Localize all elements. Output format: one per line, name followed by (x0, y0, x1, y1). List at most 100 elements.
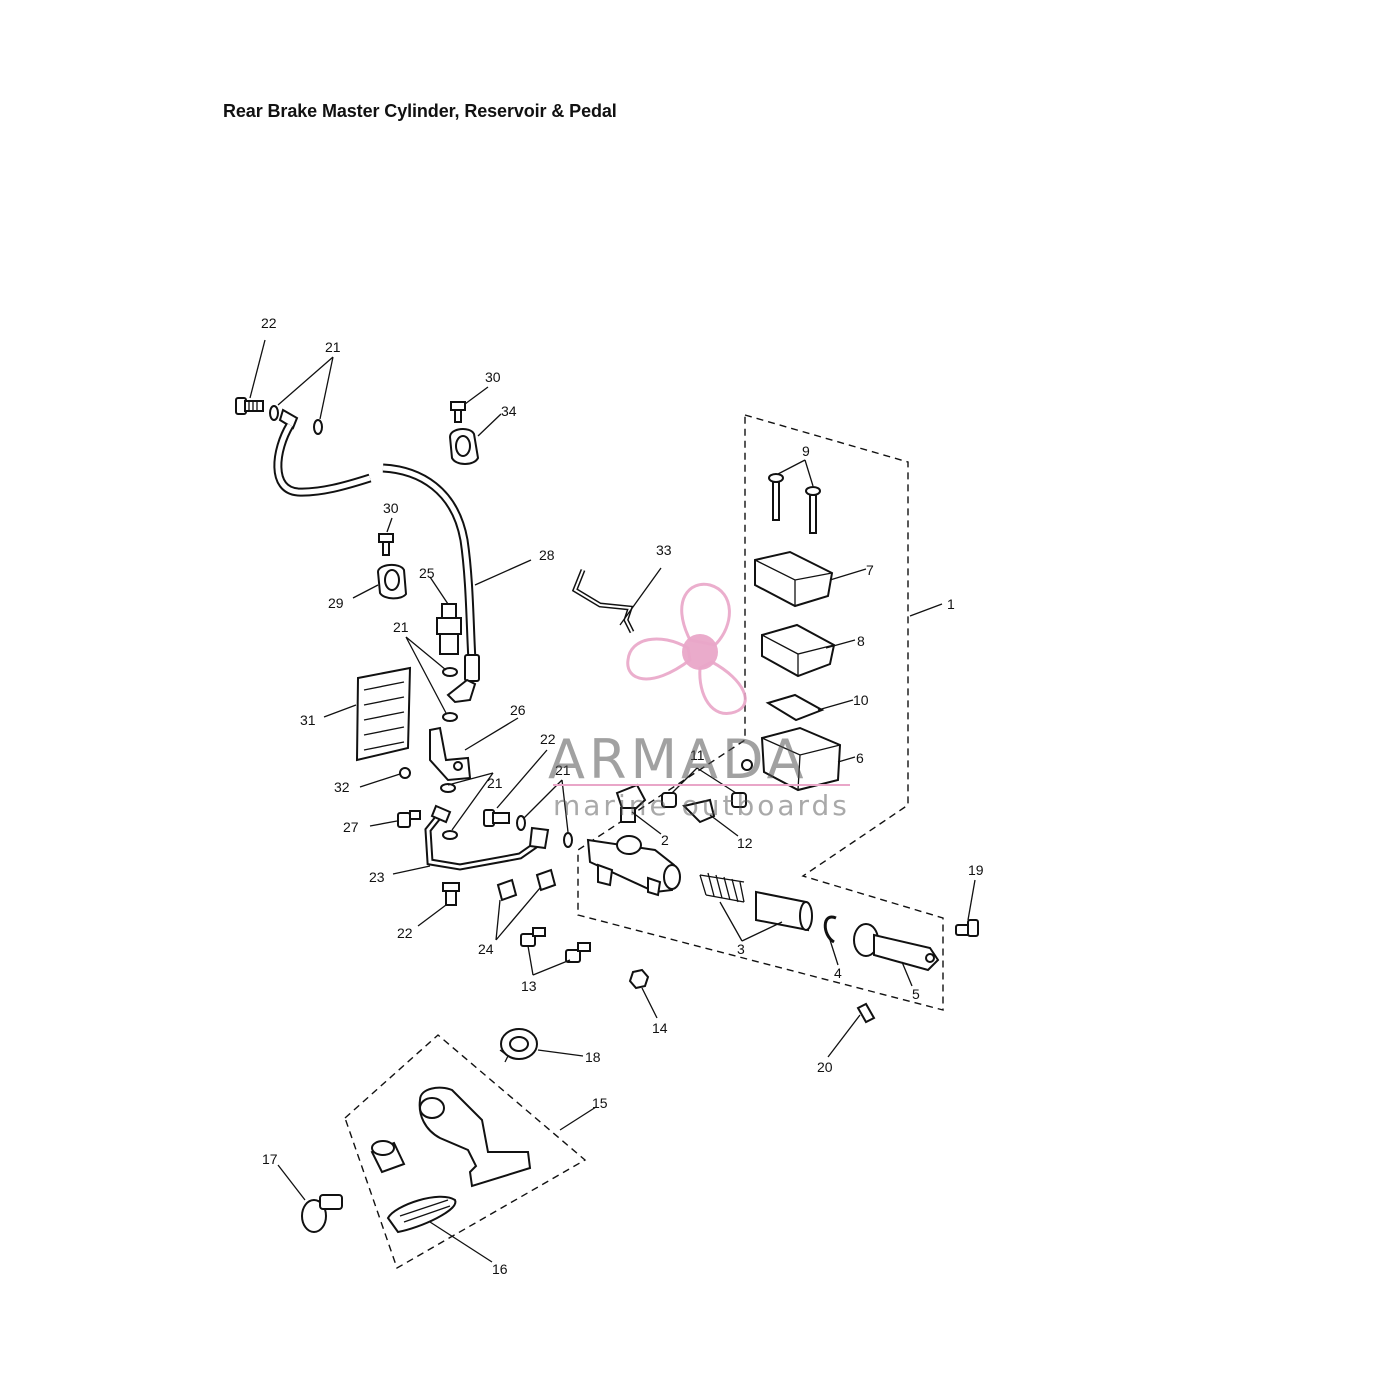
hose-fitting-part (661, 792, 677, 808)
pedal-assembly-outline (344, 1034, 587, 1270)
elbow-fitting-part (615, 783, 647, 823)
callout-21: 21 (487, 775, 503, 791)
propeller-icon (626, 582, 747, 715)
callout-21: 21 (393, 619, 409, 635)
heat-guard-part (355, 666, 412, 762)
leader-lines (249, 339, 976, 1263)
callout-30: 30 (485, 369, 501, 385)
callout-14: 14 (652, 1020, 668, 1036)
callout-labels: 22 21 30 34 9 30 28 33 7 25 29 1 21 8 10… (261, 315, 984, 1277)
callout-23: 23 (369, 869, 385, 885)
sealing-washer-part (269, 405, 279, 421)
pedal-pivot-bolt-part (301, 1194, 343, 1233)
callout-31: 31 (300, 712, 316, 728)
callout-17: 17 (262, 1151, 278, 1167)
callout-27: 27 (343, 819, 359, 835)
spring-part (699, 872, 745, 903)
banjo-bolt-part (442, 882, 460, 906)
callout-10: 10 (853, 692, 869, 708)
callout-13: 13 (521, 978, 537, 994)
callout-2: 2 (661, 832, 669, 848)
pedal-bushing-part (370, 1140, 406, 1174)
callout-9: 9 (802, 443, 810, 459)
reservoir-hose-part (571, 569, 635, 634)
brake-pipe-part (424, 804, 550, 871)
sealing-washer-part (440, 783, 456, 793)
bolt-part (378, 533, 394, 556)
brake-hose-upper-part (273, 408, 372, 497)
screw-part (805, 486, 821, 534)
callout-18: 18 (585, 1049, 601, 1065)
watermark-tagline: marine outboards (553, 789, 850, 822)
callout-7: 7 (866, 562, 874, 578)
callout-25: 25 (419, 565, 435, 581)
callout-32: 32 (334, 779, 350, 795)
callout-15: 15 (592, 1095, 608, 1111)
callout-26: 26 (510, 702, 526, 718)
callout-22: 22 (397, 925, 413, 941)
diaphragm-part (765, 693, 825, 722)
bolt-part (520, 927, 546, 947)
sealing-washer-part (442, 830, 458, 840)
hose-bracket-part (429, 726, 472, 782)
cotter-pin-part (856, 1002, 876, 1024)
callout-6: 6 (856, 750, 864, 766)
push-rod-part (853, 923, 940, 972)
pedal-return-spring-part (499, 1028, 538, 1063)
reservoir-cap-part (754, 550, 834, 608)
callout-30: 30 (383, 500, 399, 516)
screw-part (768, 473, 784, 521)
clip-part (496, 878, 518, 902)
callout-28: 28 (539, 547, 555, 563)
callout-22: 22 (261, 315, 277, 331)
nut-part (628, 968, 650, 990)
piston-part (755, 890, 813, 932)
bolt-part (397, 810, 421, 828)
banjo-bolt-part (483, 809, 510, 827)
clip-part (535, 868, 557, 892)
sealing-washer-part (442, 712, 458, 722)
sealing-washer-part (313, 419, 323, 435)
callout-19: 19 (968, 862, 984, 878)
bolt-part (565, 942, 591, 963)
callout-22: 22 (540, 731, 556, 747)
brake-pedal-part (418, 1086, 532, 1188)
sealing-washer-part (563, 832, 573, 848)
callout-16: 16 (492, 1261, 508, 1277)
watermark-logo: ARMADA marine outboards (548, 582, 850, 822)
brake-light-switch-part (436, 603, 462, 655)
diagram-title: Rear Brake Master Cylinder, Reservoir & … (223, 101, 617, 121)
elbow-fitting-part (682, 798, 716, 824)
callout-11: 11 (690, 747, 705, 763)
sealing-washer-part (442, 667, 458, 677)
callout-4: 4 (834, 965, 842, 981)
diaphragm-plate-part (761, 623, 836, 678)
callout-21: 21 (555, 762, 571, 778)
callout-21: 21 (325, 339, 341, 355)
callout-29: 29 (328, 595, 344, 611)
callout-33: 33 (656, 542, 672, 558)
bolt-part (450, 401, 466, 423)
pedal-pad-part (386, 1195, 457, 1234)
callout-3: 3 (737, 941, 745, 957)
callout-20: 20 (817, 1059, 833, 1075)
banjo-bolt-part (235, 397, 264, 415)
hose-clamp-part (376, 564, 408, 600)
circlip-part (823, 915, 837, 944)
master-cylinder-body-part (586, 835, 681, 897)
callout-8: 8 (857, 633, 865, 649)
callout-1: 1 (947, 596, 955, 612)
sealing-washer-part (516, 815, 526, 831)
callout-12: 12 (737, 835, 753, 851)
reservoir-body-part (741, 726, 842, 792)
brake-hose-part (382, 463, 480, 704)
clevis-pin-part (955, 919, 979, 937)
callout-24: 24 (478, 941, 494, 957)
callout-34: 34 (501, 403, 517, 419)
callout-5: 5 (912, 986, 920, 1002)
hose-fitting-part (731, 792, 747, 808)
screw-part (399, 767, 411, 779)
watermark-brand: ARMADA (548, 728, 808, 791)
hose-clamp-part (448, 428, 480, 465)
